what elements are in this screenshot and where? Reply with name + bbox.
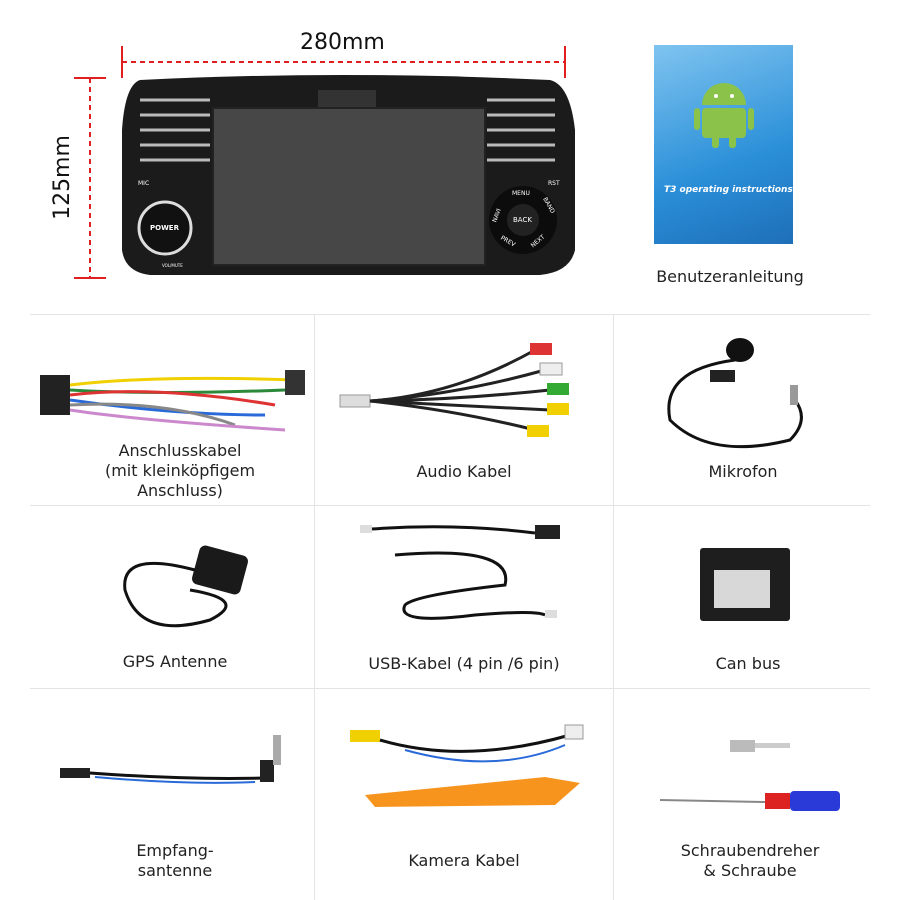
divider xyxy=(30,688,870,689)
item-label-camera: Kamera Kabel xyxy=(408,851,520,870)
label-line: santenne xyxy=(137,861,213,880)
width-label: 280mm xyxy=(300,30,385,55)
divider xyxy=(30,314,870,315)
mic-label: MIC xyxy=(138,180,150,187)
canbus-box xyxy=(700,548,790,621)
item-label-audio: Audio Kabel xyxy=(416,462,512,481)
usb-cable-image xyxy=(360,525,560,620)
item-label-harness: Anschlusskabel (mit kleinköpfigem Anschl… xyxy=(65,441,295,501)
manual-booklet: T3 operating instructions xyxy=(654,45,793,244)
camera-cable-image xyxy=(350,724,584,807)
menu-button[interactable]: MENU xyxy=(512,190,530,197)
back-button[interactable]: BACK xyxy=(513,216,532,224)
audio-cable-image xyxy=(339,343,569,437)
screwdriver-image xyxy=(659,740,840,811)
manual-cover-text: T3 operating instructions xyxy=(664,185,793,195)
item-label-screwdriver: Schraubendreher & Schraube xyxy=(640,841,860,881)
label-line: Schraubendreher xyxy=(680,841,820,860)
divider xyxy=(613,314,614,900)
label-line: & Schraube xyxy=(703,861,797,880)
divider xyxy=(30,505,870,506)
item-label-antenna: Empfang- santenne xyxy=(75,841,275,881)
item-label-microphone: Mikrofon xyxy=(708,462,778,481)
microphone-image xyxy=(667,338,803,449)
divider xyxy=(314,314,315,900)
power-knob[interactable]: POWER xyxy=(150,224,179,232)
android-logo-icon xyxy=(694,83,754,148)
pry-tool xyxy=(365,777,580,807)
vol-mute-label: VOL/MUTE xyxy=(162,263,183,268)
label-line: Anschlusskabel xyxy=(118,441,242,460)
harness-image xyxy=(40,370,305,432)
item-label-usb: USB-Kabel (4 pin /6 pin) xyxy=(368,654,560,673)
item-label-gps: GPS Antenne xyxy=(122,652,228,671)
antenna-adapter-image xyxy=(60,735,281,784)
label-line: Anschluss) xyxy=(137,481,223,500)
canbus-label-sticker xyxy=(714,570,770,608)
label-line: Empfang- xyxy=(136,841,214,860)
manual-label: Benutzeranleitung xyxy=(656,267,804,286)
rst-button[interactable]: RST xyxy=(548,180,560,187)
label-line: (mit kleinköpfigem xyxy=(104,461,256,480)
item-label-canbus: Can bus xyxy=(715,654,781,673)
gps-antenna-image xyxy=(123,545,248,628)
